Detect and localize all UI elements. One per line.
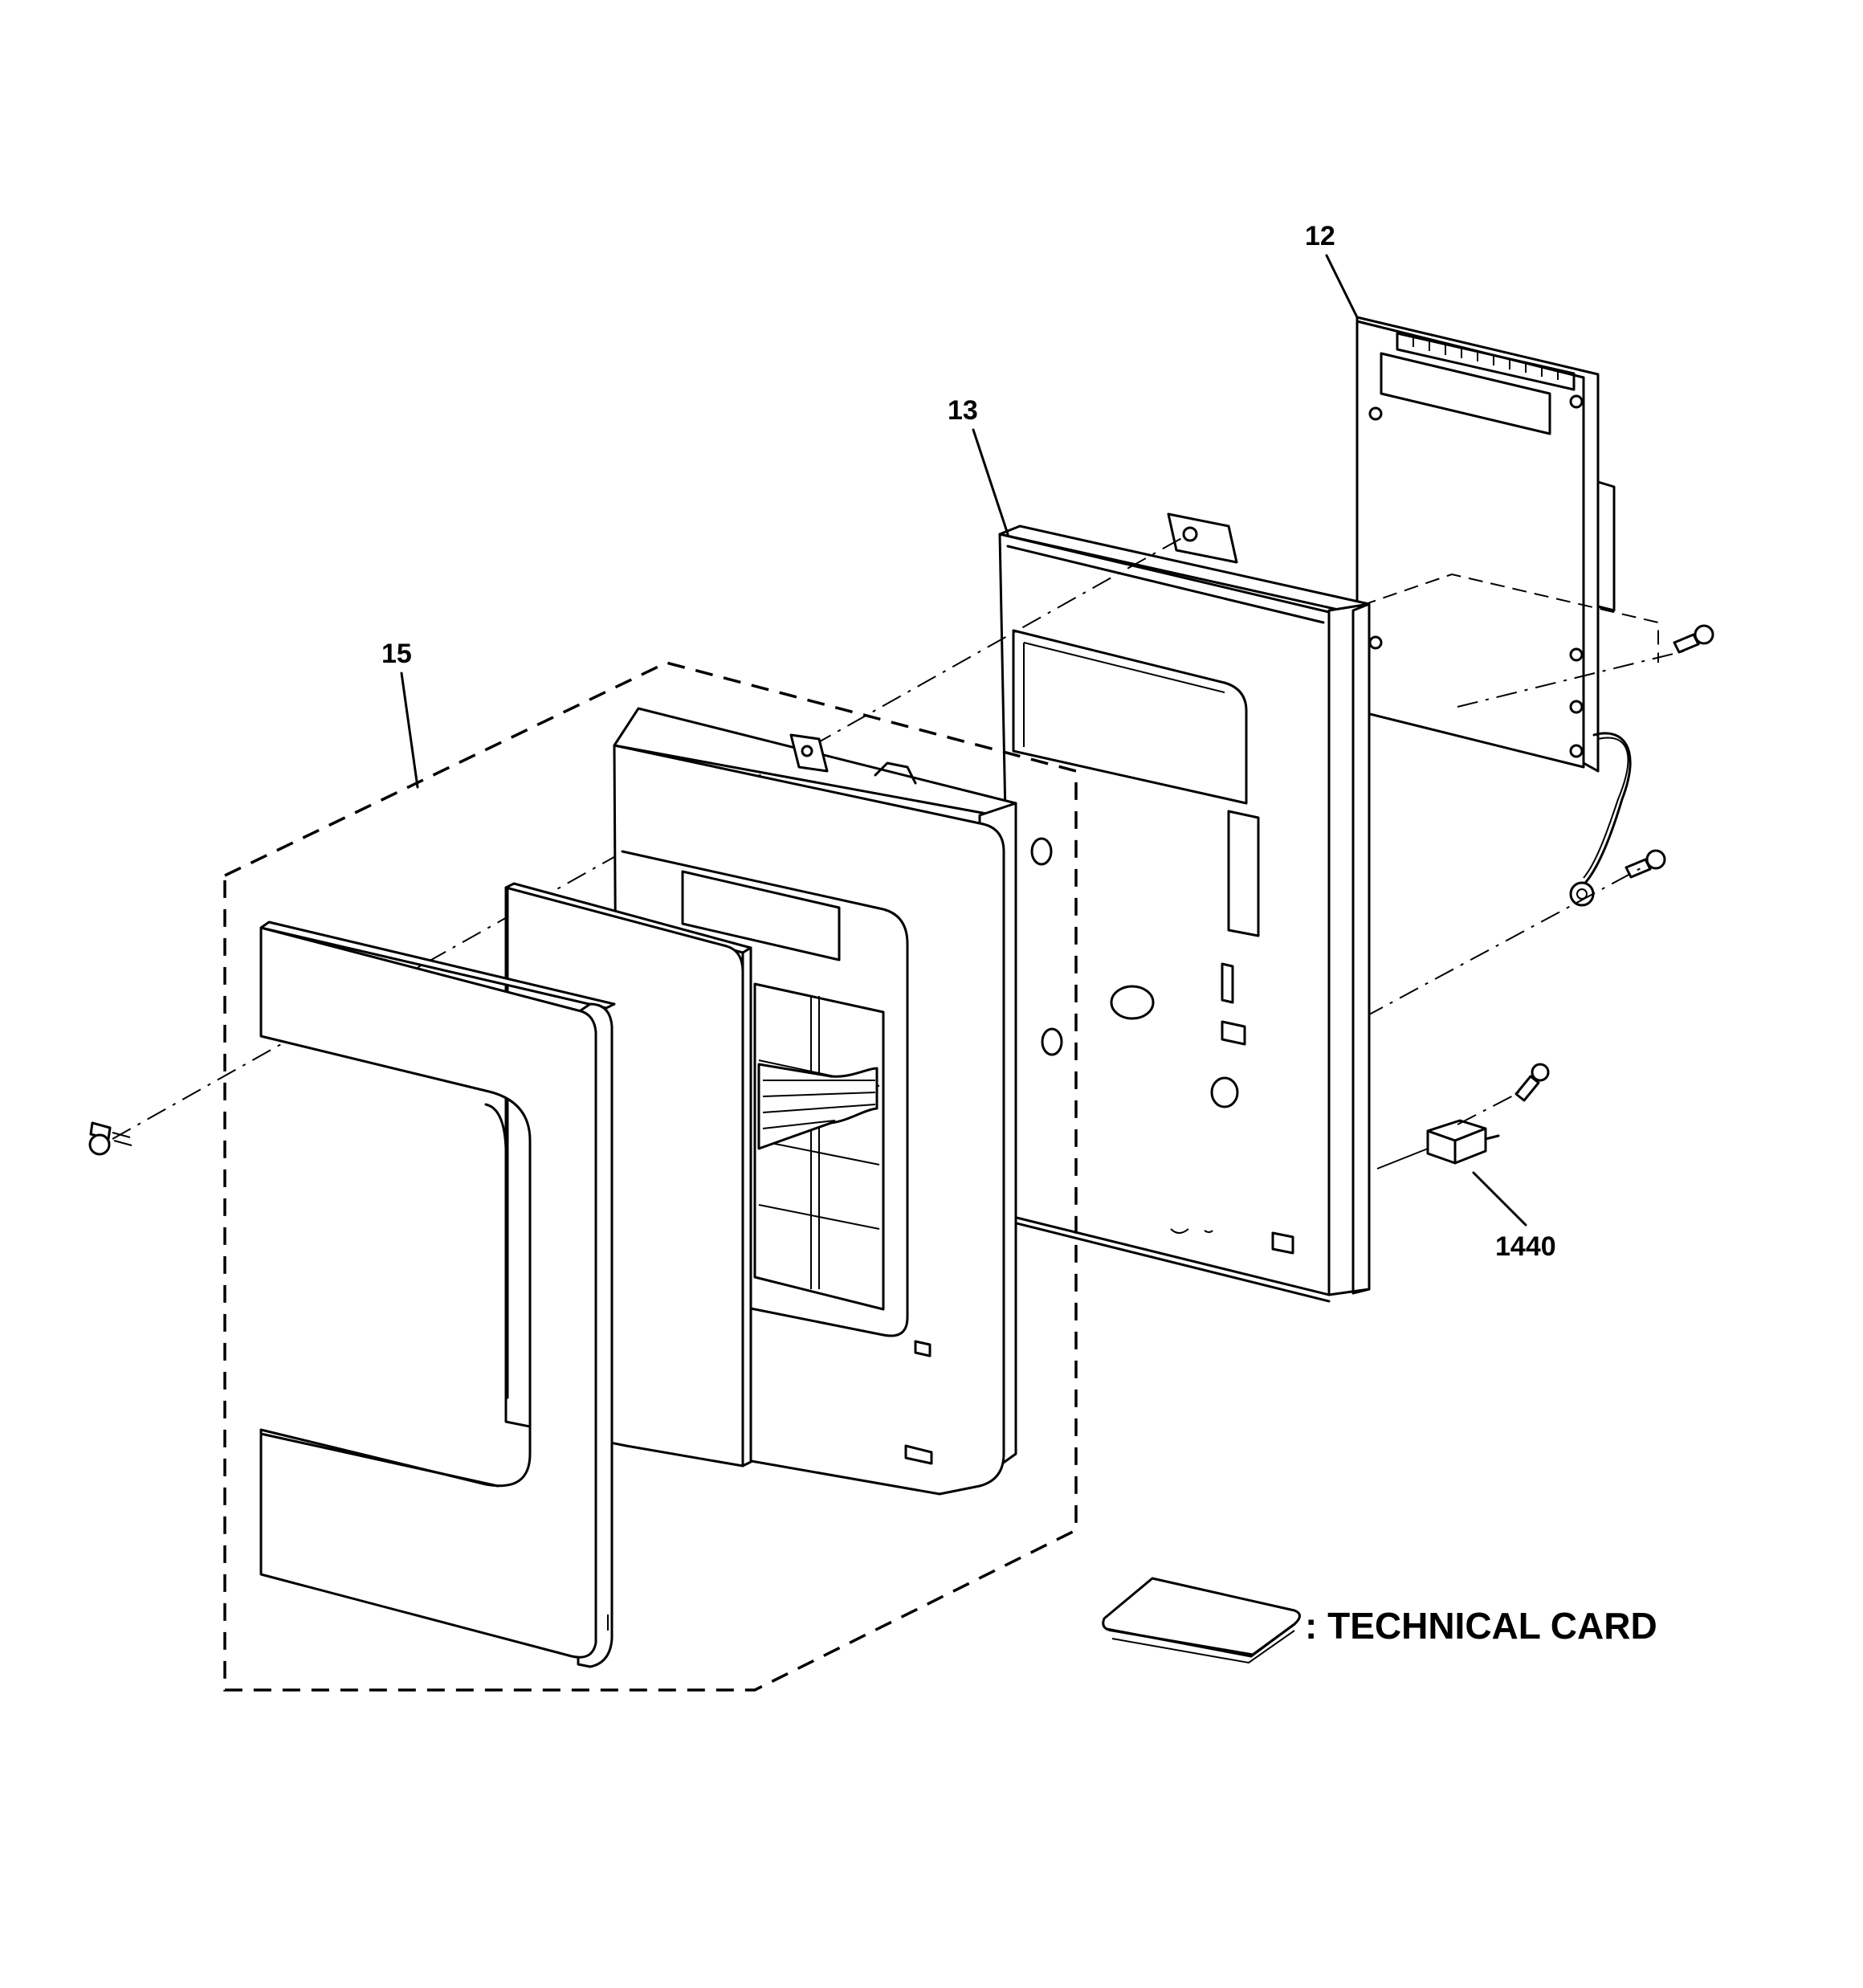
board-screw-icon — [1673, 624, 1714, 654]
callout-part-13: 13 — [948, 395, 978, 426]
ground-screw-axis — [1328, 867, 1643, 1037]
leader-part-13 — [972, 428, 1009, 536]
callout-part-1440: 1440 — [1495, 1231, 1556, 1262]
leader-part-1440 — [1472, 1171, 1527, 1227]
component-screw-icon — [1514, 1063, 1550, 1102]
part-12-control-board — [1355, 316, 1616, 773]
leader-part-15 — [400, 672, 419, 789]
technical-card-icon — [1102, 1577, 1301, 1664]
component-screw-axis — [1457, 1092, 1520, 1125]
ground-ring-terminal — [1569, 881, 1595, 907]
part-13-control-panel-frame — [998, 512, 1371, 1303]
legend-technical-card: : TECHNICAL CARD — [1305, 1605, 1657, 1647]
callout-part-15: 15 — [381, 639, 412, 669]
part-15-assembly-boundary — [223, 661, 1078, 1692]
part-1440-component — [1426, 1119, 1500, 1165]
ground-wire — [1584, 732, 1632, 884]
ground-screw-icon — [1625, 849, 1666, 879]
callout-part-12: 12 — [1305, 221, 1335, 251]
front-screw-icon — [88, 1121, 132, 1156]
part-15-front-cover — [259, 921, 616, 1668]
leader-part-12 — [1325, 254, 1359, 319]
